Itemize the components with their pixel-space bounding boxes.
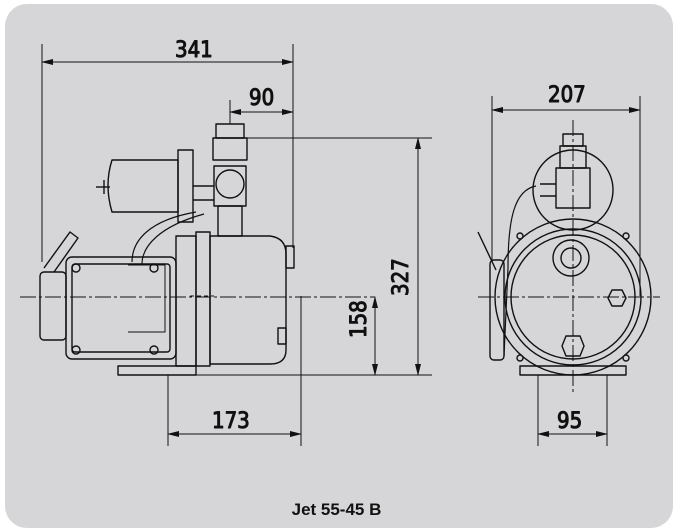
motor — [39, 231, 177, 360]
dim-overall-height: 327 — [389, 258, 414, 296]
suction-port — [552, 239, 590, 277]
tank-outline — [532, 149, 614, 231]
dim-foot-width: 95 — [557, 409, 582, 434]
dim-overall-length: 341 — [175, 38, 213, 63]
base-foot — [117, 365, 197, 376]
dim-outlet-offset: 90 — [249, 86, 274, 111]
pressure-tank — [96, 149, 194, 223]
front-view — [477, 120, 660, 395]
drawing-card — [5, 4, 673, 528]
dimensions: 341 90 207 327 158 173 95 — [41, 38, 641, 446]
side-view — [20, 123, 375, 376]
model-title: Jet 55-45 B — [291, 500, 382, 519]
pump-body — [175, 231, 295, 367]
dim-overall-width: 207 — [548, 83, 586, 108]
dim-foot-length: 173 — [212, 409, 250, 434]
dim-axis-height: 158 — [347, 300, 372, 338]
front-base-foot — [519, 365, 627, 376]
pressure-switch — [131, 123, 248, 265]
